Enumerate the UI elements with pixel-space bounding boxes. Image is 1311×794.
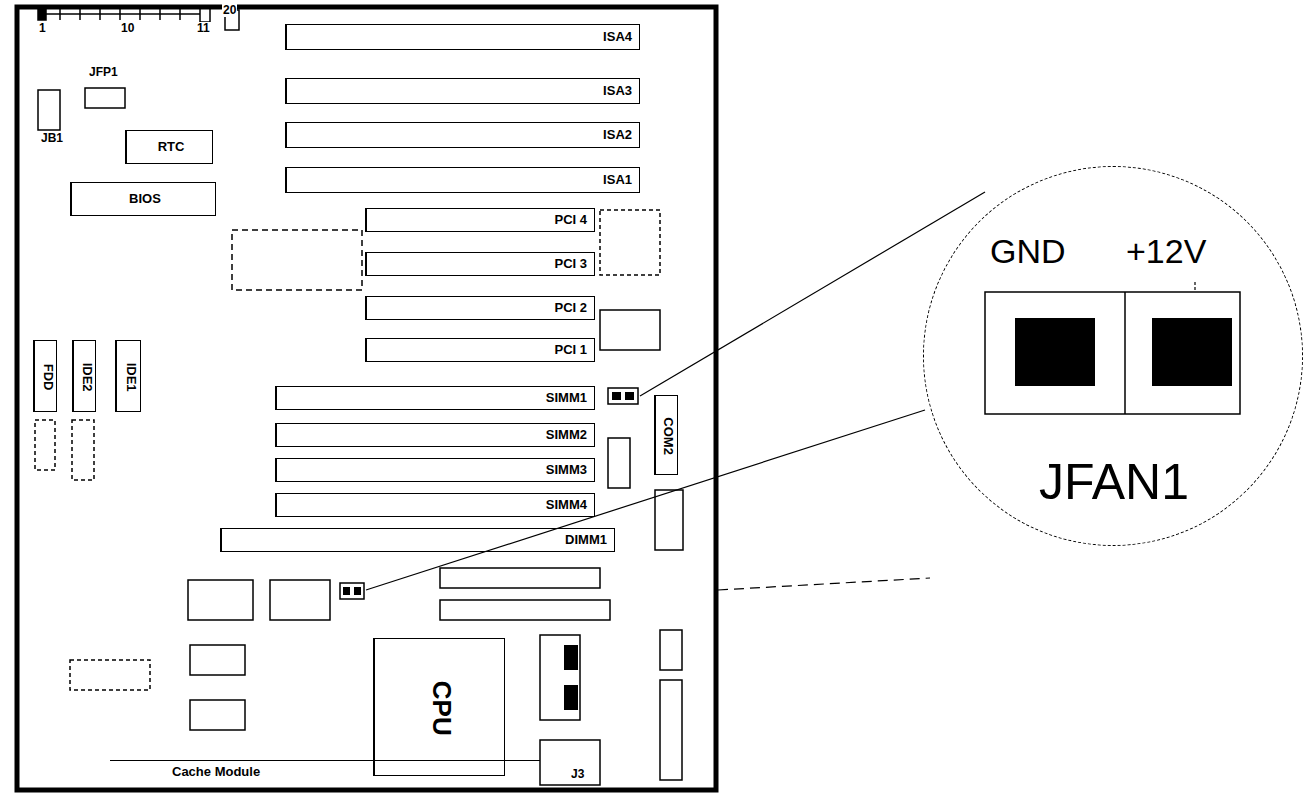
slot-box: COM2 bbox=[654, 395, 678, 475]
slot-box: SIMM2 bbox=[275, 423, 595, 447]
slot-label: ISA4 bbox=[601, 30, 634, 44]
slot-box: IDE2 bbox=[72, 340, 96, 412]
board-parts bbox=[35, 88, 683, 785]
slot-box: ISA1 bbox=[285, 167, 640, 193]
part-label: 10 bbox=[120, 22, 135, 35]
slot-label: ISA2 bbox=[601, 128, 634, 142]
pin-label: +12V bbox=[1124, 233, 1208, 270]
slot-box: ISA3 bbox=[285, 78, 640, 104]
slot-label: COM2 bbox=[661, 415, 675, 457]
slot-label: PCI 1 bbox=[552, 343, 589, 357]
slot-label: PCI 2 bbox=[552, 301, 589, 315]
slot-label: ISA1 bbox=[601, 173, 634, 187]
slot-box: ISA2 bbox=[285, 122, 640, 148]
slot-label: ISA3 bbox=[601, 84, 634, 98]
slot-box: ISA4 bbox=[285, 24, 640, 50]
slot-label: SIMM4 bbox=[544, 498, 589, 512]
part-label: 1 bbox=[38, 22, 47, 35]
part-label: JFP1 bbox=[88, 66, 119, 79]
slot-box: RTC bbox=[125, 130, 213, 164]
part-label: JB1 bbox=[40, 132, 64, 145]
slot-box: PCI 1 bbox=[365, 338, 595, 362]
slot-box: IDE1 bbox=[115, 340, 141, 412]
slot-box: FDD bbox=[33, 340, 57, 412]
slot-label: IDE1 bbox=[123, 361, 137, 394]
slot-label: DIMM1 bbox=[563, 533, 609, 547]
slot-label: BIOS bbox=[127, 192, 163, 206]
module-band: Cache Module bbox=[110, 760, 540, 782]
part-label: 20 bbox=[222, 4, 237, 17]
board-outline bbox=[17, 7, 716, 790]
slot-box: PCI 3 bbox=[365, 252, 595, 276]
leader-lines bbox=[366, 192, 985, 590]
slot-label: PCI 3 bbox=[552, 257, 589, 271]
slot-label: SIMM3 bbox=[544, 463, 589, 477]
slot-box: CPU bbox=[373, 638, 505, 776]
slot-label: RTC bbox=[156, 140, 187, 154]
slot-box: PCI 4 bbox=[365, 208, 595, 232]
slot-box: SIMM1 bbox=[275, 386, 595, 410]
slot-label: CPU bbox=[427, 679, 456, 738]
slot-label: SIMM1 bbox=[544, 391, 589, 405]
slot-label: PCI 4 bbox=[552, 213, 589, 227]
slot-label: Cache Module bbox=[170, 765, 262, 779]
part-label: J3 bbox=[570, 768, 585, 781]
pin-label: JFAN1 bbox=[1037, 455, 1191, 510]
slot-box: PCI 2 bbox=[365, 296, 595, 320]
part-label: 11 bbox=[196, 22, 211, 35]
slot-box: BIOS bbox=[70, 182, 216, 216]
slot-label: SIMM2 bbox=[544, 428, 589, 442]
slot-box: SIMM3 bbox=[275, 458, 595, 482]
callout-circle: GND +12V JFAN1 bbox=[923, 166, 1303, 546]
slot-box: DIMM1 bbox=[220, 528, 615, 552]
slot-label: FDD bbox=[40, 362, 54, 393]
pin-label: GND bbox=[988, 233, 1068, 270]
fan-connector-detail bbox=[985, 282, 1240, 414]
slot-label: IDE2 bbox=[79, 361, 93, 394]
slot-box: SIMM4 bbox=[275, 493, 595, 517]
